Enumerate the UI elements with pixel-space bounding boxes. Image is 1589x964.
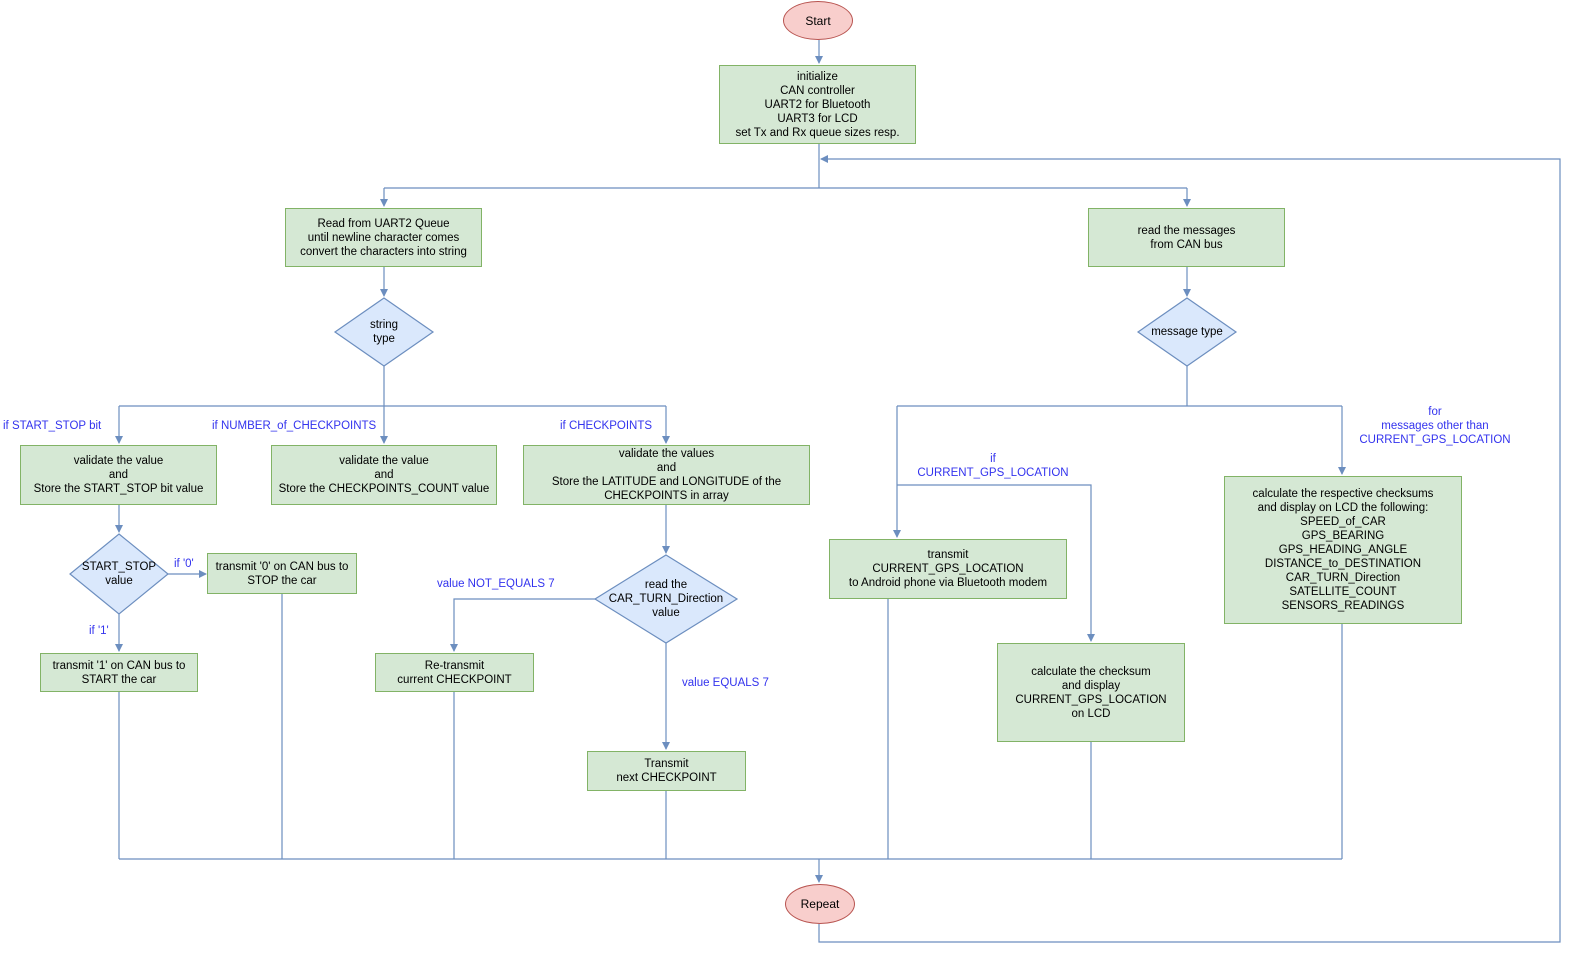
- label-if-1: if '1': [89, 625, 109, 637]
- transmit-gps-box: transmit CURRENT_GPS_LOCATION to Android…: [829, 539, 1067, 599]
- string-type-diamond: [333, 297, 435, 367]
- read-turn-label: read the CAR_TURN_Direction value: [608, 579, 724, 619]
- initialize-box: initialize CAN controller UART2 for Blue…: [719, 65, 916, 144]
- edge-turn-retransmit: [450, 598, 595, 652]
- label-if-checkpoints: if CHECKPOINTS: [560, 420, 653, 432]
- label-value-equals-7: value EQUALS 7: [682, 677, 769, 689]
- label-value-not-equals-7: value NOT_EQUALS 7: [437, 578, 555, 590]
- edge-msgtype-checksum-gps: [897, 484, 1095, 642]
- validate-checkpoints-box: validate the values and Store the LATITU…: [523, 445, 810, 505]
- read-turn-diamond: [593, 554, 739, 644]
- transmit-start-box: transmit '1' on CAN bus to START the car: [40, 653, 198, 692]
- start-stop-diamond: [69, 533, 169, 615]
- uart-read-box: Read from UART2 Queue until newline char…: [285, 208, 482, 267]
- retransmit-checkpoint-box: Re-transmit current CHECKPOINT: [375, 653, 534, 692]
- label-for-other-messages: for messages other than CURRENT_GPS_LOCA…: [1359, 406, 1511, 446]
- edge-repeat-loop: [818, 155, 1561, 943]
- message-type-diamond: [1136, 297, 1238, 367]
- checksum-all-box: calculate the respective checksums and d…: [1224, 476, 1462, 624]
- can-read-box: read the messages from CAN bus: [1088, 208, 1285, 267]
- validate-start-stop-box: validate the value and Store the START_S…: [20, 445, 217, 505]
- string-type-label: string type: [369, 319, 399, 345]
- start-terminal: Start: [783, 1, 853, 40]
- message-type-label: message type: [1151, 326, 1223, 338]
- label-if-0: if '0': [174, 558, 194, 570]
- label-if-current-gps: if CURRENT_GPS_LOCATION: [917, 453, 1069, 479]
- start-stop-value-label: START_STOP value: [81, 561, 157, 587]
- validate-checkpoints-count-box: validate the value and Store the CHECKPO…: [271, 445, 497, 505]
- transmit-next-checkpoint-box: Transmit next CHECKPOINT: [587, 751, 746, 791]
- transmit-stop-box: transmit '0' on CAN bus to STOP the car: [207, 553, 357, 594]
- label-if-start-stop-bit: if START_STOP bit: [3, 420, 102, 432]
- repeat-terminal: Repeat: [785, 884, 855, 924]
- checksum-gps-box: calculate the checksum and display CURRE…: [997, 643, 1185, 742]
- label-if-number-of-checkpoints: if NUMBER_of_CHECKPOINTS: [212, 420, 377, 432]
